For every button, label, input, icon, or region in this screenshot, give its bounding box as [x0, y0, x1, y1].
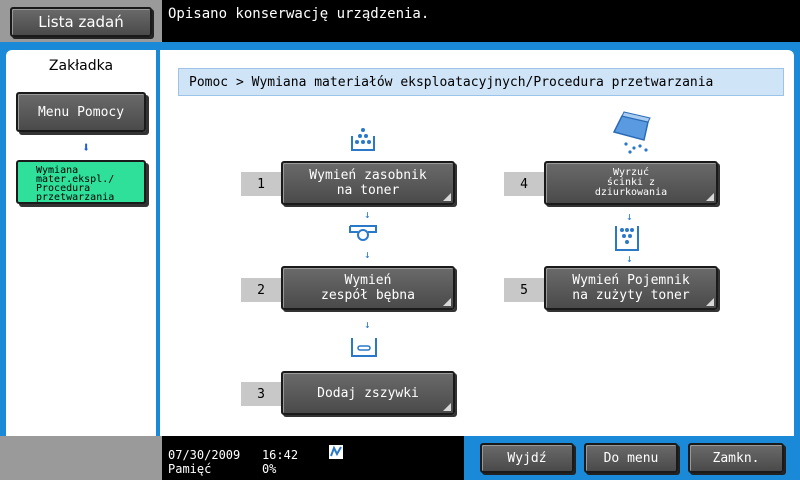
status-message: Opisano konserwację urządzenia.: [168, 6, 430, 22]
memory-value: 0%: [261, 462, 277, 476]
content-panel: Pomoc > Wymiana materiałów eksploatacyjn…: [160, 50, 794, 436]
breadcrumb: Pomoc > Wymiana materiałów eksploatacyjn…: [178, 68, 784, 96]
empty-punch-scraps-button[interactable]: Wyrzuć ścinki z dziurkowania: [544, 161, 718, 205]
close-button[interactable]: Zamkn.: [688, 443, 784, 473]
memory-label: Pamięć: [168, 462, 212, 476]
corner-marker: [706, 298, 714, 306]
arrow-down-icon: ↓: [364, 208, 371, 221]
drum-unit-icon: [349, 225, 377, 241]
button-label-line: na toner: [336, 183, 400, 198]
time-text: 16:42: [261, 448, 299, 462]
current-bookmark-button[interactable]: Wymiana mater.ekspl./ Procedura przetwar…: [16, 160, 146, 204]
bookmark-panel: Zakładka Menu Pomocy ⬇ Wymiana mater.eks…: [6, 50, 156, 436]
replace-toner-button[interactable]: Wymień zasobnik na toner: [281, 161, 455, 205]
button-label-line: Wyrzuć: [612, 167, 650, 178]
punch-scraps-icon: [612, 111, 651, 154]
button-label-line: Dodaj zszywki: [317, 385, 419, 401]
add-staples-button[interactable]: Dodaj zszywki: [281, 371, 455, 415]
date-text: 07/30/2009: [168, 448, 241, 462]
corner-marker: [706, 193, 714, 201]
button-label-line: dziurkowania: [594, 187, 668, 198]
button-label-line: Wymień Pojemnik: [572, 273, 690, 288]
button-label-line: Wymień: [344, 273, 392, 288]
arrow-down-icon: ↓: [626, 252, 633, 265]
bookmark-title: Zakładka: [48, 58, 114, 74]
top-left-area: Lista zadań: [0, 0, 162, 42]
step-number: 4: [504, 172, 544, 196]
replace-waste-toner-button[interactable]: Wymień Pojemnik na zużyty toner: [544, 266, 718, 310]
step-number: 2: [241, 278, 281, 302]
corner-marker: [443, 298, 451, 306]
button-label-line: Wymień zasobnik: [309, 168, 427, 183]
arrow-down-icon: ↓: [626, 210, 633, 223]
staple-icon: [351, 338, 377, 357]
toner-icon: [351, 128, 375, 151]
bottom-left-area: [0, 436, 162, 480]
current-bookmark-line: Wymiana: [36, 165, 79, 176]
step-number: 5: [504, 278, 544, 302]
replace-drum-button[interactable]: Wymień zespół bębna: [281, 266, 455, 310]
job-list-button[interactable]: Lista zadań: [10, 7, 152, 37]
exit-button[interactable]: Wyjdź: [480, 443, 574, 473]
waste-toner-icon: [615, 226, 639, 251]
help-menu-button[interactable]: Menu Pomocy: [16, 92, 146, 132]
corner-marker: [443, 193, 451, 201]
current-bookmark-line: przetwarzania: [36, 192, 115, 203]
status-area: 07/30/2009 16:42 Pamięć 0%: [168, 448, 298, 476]
step-number: 3: [241, 382, 281, 406]
current-bookmark-line: mater.ekspl./: [36, 174, 115, 185]
button-label-line: zespół bębna: [321, 288, 415, 303]
button-label-line: ścinki z: [606, 177, 656, 188]
arrow-down-icon: ↓: [364, 248, 371, 261]
step-number: 1: [241, 172, 281, 196]
arrow-down-icon: ⬇: [82, 140, 91, 156]
button-label-line: na zużyty toner: [572, 288, 690, 303]
corner-marker: [443, 403, 451, 411]
to-menu-button[interactable]: Do menu: [584, 443, 678, 473]
arrow-down-icon: ↓: [364, 318, 371, 331]
current-bookmark-line: Procedura: [36, 183, 91, 194]
network-status-icon: [329, 445, 343, 459]
